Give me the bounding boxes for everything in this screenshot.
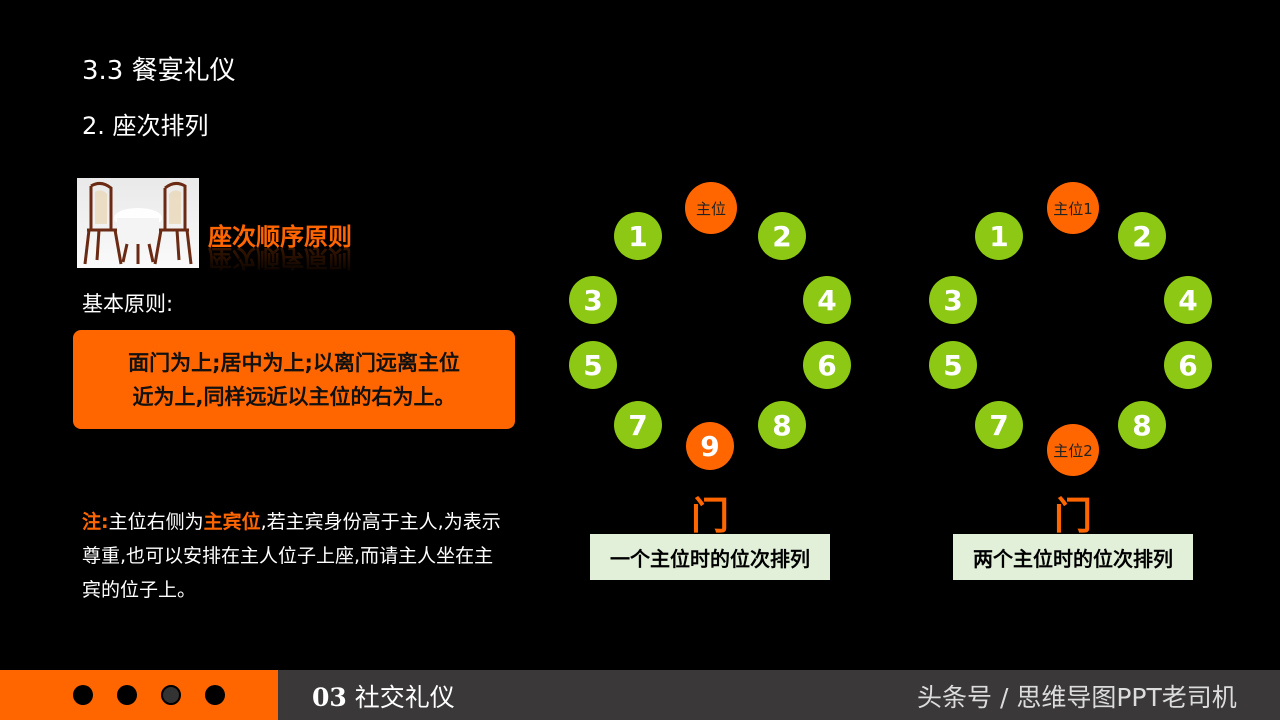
note-prefix: 注: (82, 511, 109, 533)
nav-dot-4[interactable] (205, 685, 225, 705)
principle-heading: 座次顺序原则 座次顺序原则 (208, 217, 352, 272)
seat-3: 3 (929, 276, 977, 324)
seat-4: 4 (1164, 276, 1212, 324)
caption-single: 一个主位时的位次排列 (590, 534, 830, 580)
seat-host-2: 主位2 (1047, 424, 1099, 476)
footer-section-title: 03 社交礼仪 (312, 678, 455, 714)
seat-2: 2 (758, 212, 806, 260)
seat-host-1: 主位1 (1047, 182, 1099, 234)
seat-7: 7 (975, 401, 1023, 449)
caption-double: 两个主位时的位次排列 (953, 534, 1193, 580)
footer-nav-bar (0, 670, 278, 720)
nav-dot-1[interactable] (73, 685, 93, 705)
principle-heading-text: 座次顺序原则 (208, 223, 352, 251)
seat-1: 1 (975, 212, 1023, 260)
footer-section-name: 社交礼仪 (354, 683, 455, 712)
note-text: 注:主位右侧为主宾位,若主宾身份高于主人,为表示尊重,也可以安排在主人位子上座,… (82, 505, 502, 607)
section-title: 3.3 餐宴礼仪 (82, 56, 236, 86)
seat-8: 8 (1118, 401, 1166, 449)
nav-dot-3-active[interactable] (161, 685, 181, 705)
seat-1: 1 (614, 212, 662, 260)
note-highlight: 主宾位 (203, 511, 261, 533)
watermark-text: 头条号 / 思维导图PPT老司机 (917, 683, 1237, 712)
rule-box: 面门为上;居中为上;以离门远离主位 近为上,同样远近以主位的右为上。 (73, 330, 515, 429)
footer-section-number: 03 (312, 683, 347, 712)
seat-2: 2 (1118, 212, 1166, 260)
door-label-double: 门 (1054, 494, 1093, 538)
rule-line-2: 近为上,同样远近以主位的右为上。 (132, 385, 456, 409)
seat-4: 4 (803, 276, 851, 324)
nav-dot-2[interactable] (117, 685, 137, 705)
door-label-single: 门 (691, 494, 730, 538)
basic-principle-label: 基本原则: (82, 292, 174, 316)
seat-7: 7 (614, 401, 662, 449)
seat-8: 8 (758, 401, 806, 449)
subsection-title: 2. 座次排列 (82, 112, 209, 140)
chairs-image (77, 178, 199, 268)
seat-6: 6 (1164, 341, 1212, 389)
note-text-1: 主位右侧为 (108, 511, 204, 533)
seat-3: 3 (569, 276, 617, 324)
footer-title-bar (278, 670, 1280, 720)
seat-9: 9 (686, 422, 734, 470)
note-text-2: ,若主宾身份高于主人,为表示尊重,也可以安排在主人位子上座,而请主人坐在主宾的位… (82, 511, 501, 601)
seat-5: 5 (569, 341, 617, 389)
seat-host: 主位 (685, 182, 737, 234)
seat-6: 6 (803, 341, 851, 389)
rule-line-1: 面门为上;居中为上;以离门远离主位 (128, 351, 460, 375)
seat-5: 5 (929, 341, 977, 389)
